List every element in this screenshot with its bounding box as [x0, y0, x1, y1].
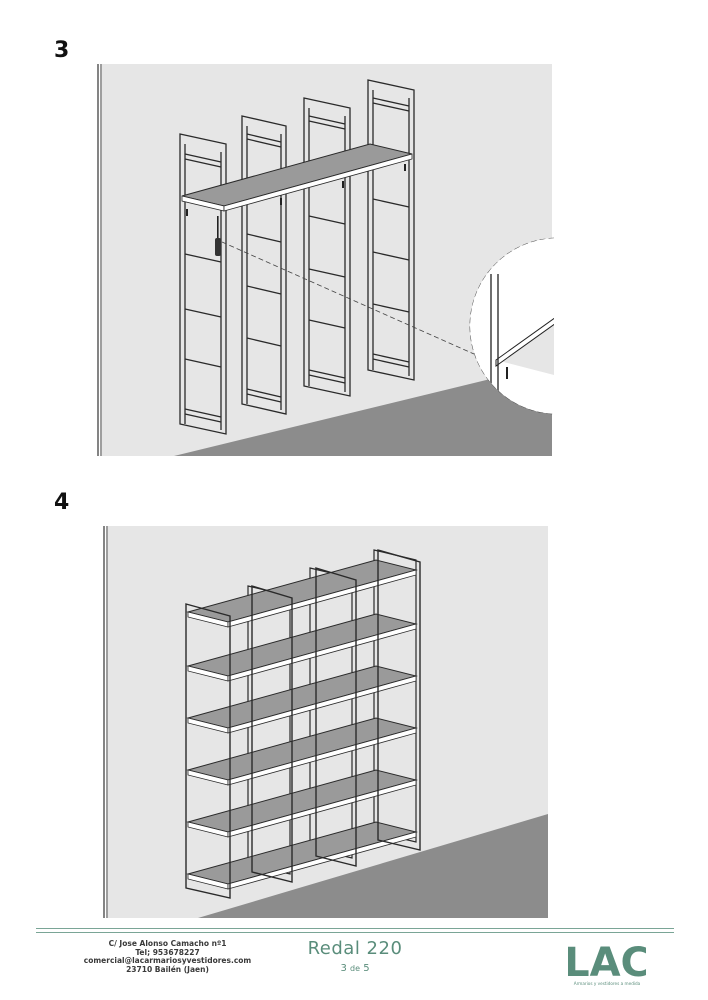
- step-3-illustration: [97, 64, 554, 456]
- page-current: 3: [340, 963, 347, 974]
- screwdriver-icon: [215, 216, 221, 256]
- floor: [174, 364, 552, 456]
- address-city: 23710 Bailén (Jaen): [126, 964, 209, 974]
- upright-4: [367, 79, 415, 381]
- address-email: comercial@lacarmariosyvestidores.com: [83, 956, 252, 966]
- footer-rule-secondary: [36, 932, 674, 933]
- document-title: Redal 220: [307, 938, 403, 959]
- company-address: C/ Jose Alonso Camacho nº1 Tel; 95367822…: [40, 939, 295, 974]
- step-4-number: 4: [54, 490, 70, 515]
- floor: [198, 814, 548, 918]
- shelves: [186, 559, 418, 890]
- step-3-number: 3: [54, 38, 70, 63]
- step-4-illustration: [103, 526, 548, 918]
- page-separator: de: [350, 964, 360, 973]
- page-indicator: 3 de 5: [270, 963, 440, 974]
- logo-letters: LAC: [568, 940, 646, 986]
- upright-2: [241, 115, 287, 415]
- footer-rule: [36, 928, 674, 929]
- detail-zoom: [470, 238, 554, 414]
- logo-tagline: Armarios y vestidores a medida: [573, 981, 641, 986]
- detail-leader: [221, 241, 475, 355]
- address-street: C/ Jose Alonso Camacho nº1: [108, 939, 227, 948]
- address-phone: Tel; 953678227: [135, 947, 200, 957]
- lac-logo: LAC: [568, 940, 646, 986]
- page-total: 5: [363, 963, 370, 974]
- screw-icon: [186, 164, 406, 216]
